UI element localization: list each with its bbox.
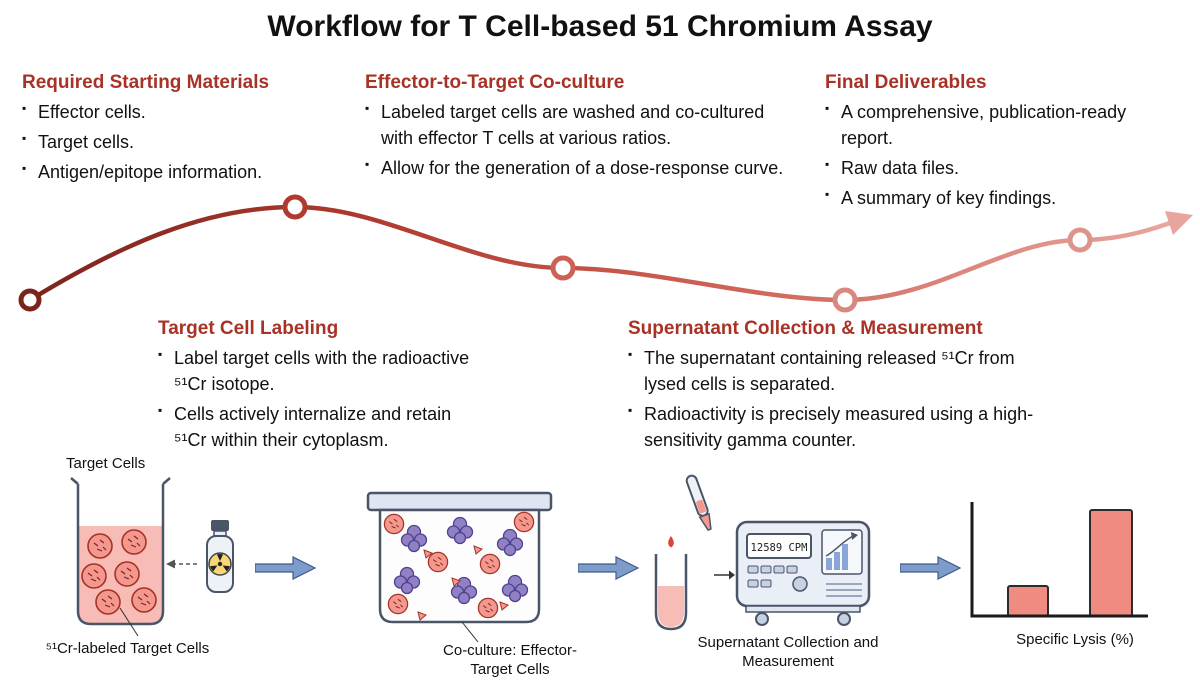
workflow-node [832, 287, 858, 313]
section-target-cell-labeling: Target Cell Labeling Label target cells … [158, 318, 480, 457]
page-title: Workflow for T Cell-based 51 Chromium As… [267, 10, 933, 43]
section-heading: Final Deliverables [825, 72, 987, 93]
timeline-arrowhead-icon [1165, 211, 1193, 235]
bullet-item: Target cells. [22, 129, 337, 155]
target-cells-label: Target Cells [66, 455, 146, 472]
section-heading: Supernatant Collection & Measurement [628, 318, 983, 339]
bullet-item: Antigen/epitope information. [22, 159, 337, 185]
workflow-timeline-curve [18, 194, 1193, 313]
workflow-node [550, 255, 576, 281]
bullet-item: A comprehensive, publication-ready repor… [825, 99, 1183, 151]
step-arrow-icon [255, 556, 317, 580]
bullet-item: Cells actively internalize and retain ⁵¹… [158, 401, 480, 453]
workflow-node [18, 288, 42, 312]
radioactive-vial-illustration [206, 520, 234, 593]
tube-dropper-illustration [654, 474, 712, 631]
coculture-label: Co-culture: Effector-Target Cells [443, 642, 577, 678]
bullet-item: The supernatant containing released ⁵¹Cr… [628, 345, 1048, 397]
workflow-node [1067, 227, 1093, 253]
section-heading: Target Cell Labeling [158, 318, 339, 339]
bullet-item: Effector cells. [22, 99, 337, 125]
bullet-item: Raw data files. [825, 155, 1183, 181]
bullet-item: Radioactivity is precisely measured usin… [628, 401, 1048, 453]
section-supernatant-collection: Supernatant Collection & Measurement The… [628, 318, 1048, 457]
pointer-line [119, 607, 139, 637]
section-heading: Required Starting Materials [22, 72, 270, 93]
coculture-dish-illustration [366, 491, 553, 643]
timeline-path [28, 204, 1171, 303]
bullet-item: Labeled target cells are washed and co-c… [365, 99, 795, 151]
bar-high [1089, 509, 1133, 617]
dashed-arrow-icon [166, 559, 197, 569]
beaker-illustration [70, 477, 171, 637]
small-arrow-icon [714, 570, 735, 580]
bar-low [1007, 585, 1049, 617]
step-arrow-icon [578, 556, 640, 580]
section-effector-target-coculture: Effector-to-Target Co-culture Labeled ta… [365, 72, 795, 185]
supernatant-label: Supernatant Collection and Measurement [697, 634, 879, 670]
counter-display: 12589 CPM [751, 542, 808, 554]
specific-lysis-label: Specific Lysis (%) [1016, 631, 1134, 648]
workflow-node [282, 194, 308, 220]
section-required-starting-materials: Required Starting Materials Effector cel… [22, 72, 337, 189]
bullet-item: A summary of key findings. [825, 185, 1183, 211]
lysis-bar-chart [970, 502, 1148, 618]
step-arrow-icon [900, 556, 962, 580]
section-final-deliverables: Final Deliverables A comprehensive, publ… [825, 72, 1183, 215]
bullet-item: Allow for the generation of a dose-respo… [365, 155, 795, 181]
cr-labeled-cells-label: ⁵¹Cr-labeled Target Cells [45, 640, 210, 657]
gamma-counter-illustration: 12589 CPM [735, 520, 871, 626]
pointer-line [461, 621, 479, 643]
pipette-icon [685, 474, 712, 531]
section-heading: Effector-to-Target Co-culture [365, 72, 625, 93]
bullet-item: Label target cells with the radioactive … [158, 345, 480, 397]
drop-icon [668, 536, 674, 548]
